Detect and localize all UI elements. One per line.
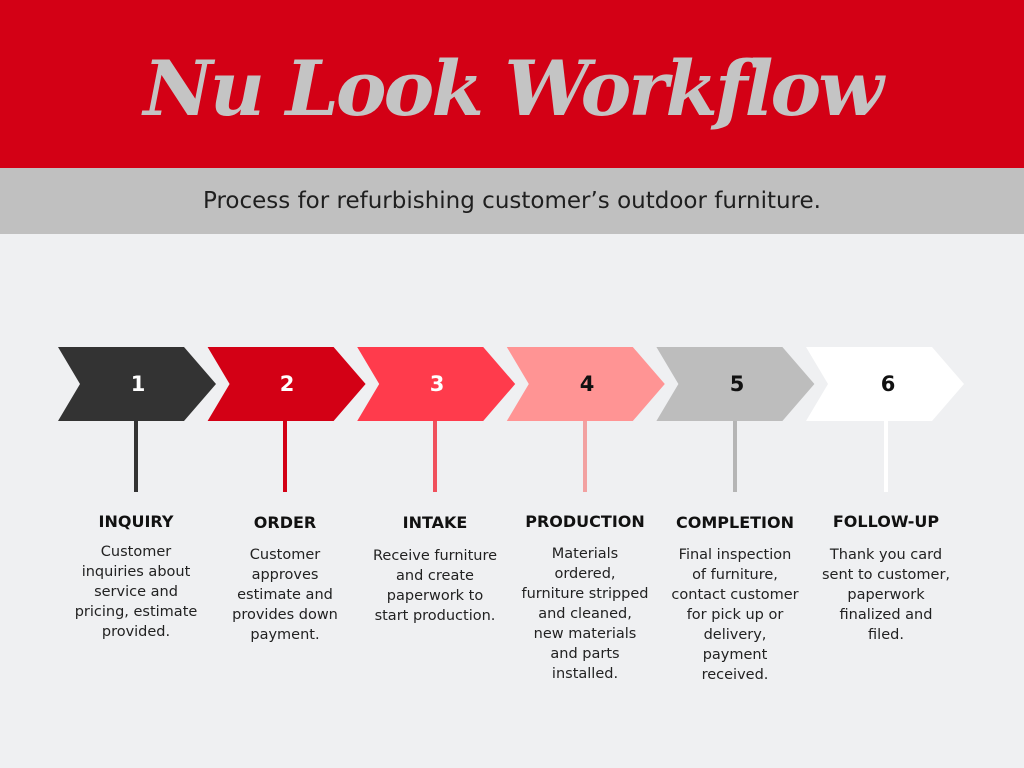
step-connector-line bbox=[433, 421, 437, 492]
step-title: PRODUCTION bbox=[525, 512, 645, 531]
step-description: Materials ordered, furniture stripped an… bbox=[521, 546, 649, 682]
step-description: Final inspection of furniture, contact c… bbox=[671, 547, 799, 683]
step-description: Customer inquiries about service and pri… bbox=[74, 544, 198, 640]
page-title: Nu Look Workflow bbox=[143, 44, 883, 133]
step-description: Customer approves estimate and provides … bbox=[232, 547, 338, 643]
subtitle-band bbox=[0, 168, 1024, 234]
step-chevron bbox=[207, 347, 366, 421]
page-subtitle: Process for refurbishing customer’s outd… bbox=[203, 188, 821, 214]
step-chevron bbox=[806, 347, 964, 421]
step-title: INQUIRY bbox=[98, 512, 174, 531]
step-description: Receive furniture and create paperwork t… bbox=[372, 548, 498, 624]
step-number: 1 bbox=[130, 372, 146, 396]
step-chevron bbox=[506, 347, 665, 421]
step-number: 4 bbox=[579, 372, 595, 396]
step-title: COMPLETION bbox=[676, 513, 794, 532]
step-chevron bbox=[656, 347, 815, 421]
step-number: 5 bbox=[729, 372, 745, 396]
step-connector-line bbox=[733, 421, 737, 492]
step-number: 6 bbox=[880, 372, 896, 396]
step-description: Thank you card sent to customer, paperwo… bbox=[822, 547, 951, 643]
header-band bbox=[0, 0, 1024, 168]
step-chevron bbox=[58, 347, 216, 421]
step-connector-line bbox=[884, 421, 888, 492]
step-connector-line bbox=[134, 421, 138, 492]
step-title: ORDER bbox=[253, 513, 317, 532]
step-title: INTAKE bbox=[402, 513, 468, 532]
step-number: 3 bbox=[429, 372, 445, 396]
step-title: FOLLOW-UP bbox=[832, 512, 940, 531]
step-connector-line bbox=[583, 421, 587, 492]
step-connector-line bbox=[283, 421, 287, 492]
step-chevron bbox=[357, 347, 516, 421]
step-number: 2 bbox=[279, 372, 295, 396]
